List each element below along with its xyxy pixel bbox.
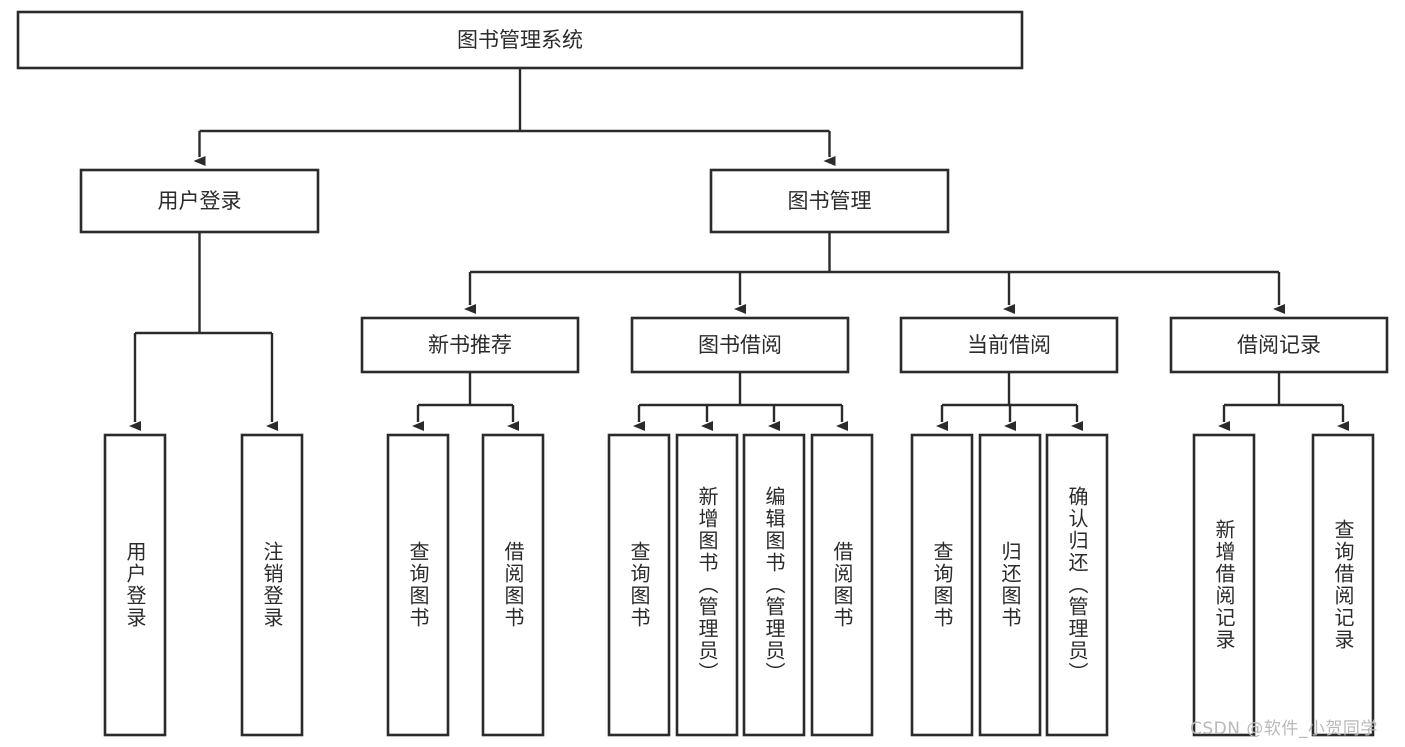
node-box-leaf-query-book-current[interactable] <box>910 433 974 737</box>
node-label-new-book-recommend: 新书推荐 <box>428 333 512 357</box>
node-box-root[interactable] <box>16 10 1024 70</box>
node-label-user-login: 用户登录 <box>158 189 242 213</box>
node-box-borrow-record[interactable] <box>1169 316 1389 374</box>
node-box-new-book-recommend[interactable] <box>360 316 580 374</box>
node-box-leaf-borrow-book-recommend[interactable] <box>481 433 545 737</box>
node-box-book-borrow[interactable] <box>630 316 850 374</box>
node-box-book-management[interactable] <box>709 168 950 234</box>
node-box-leaf-add-borrow-record[interactable] <box>1192 433 1256 737</box>
node-label-book-management: 图书管理 <box>788 189 872 213</box>
node-label-current-borrow: 当前借阅 <box>967 333 1051 357</box>
node-label-borrow-record: 借阅记录 <box>1237 333 1321 357</box>
node-box-leaf-borrow-book[interactable] <box>810 433 874 737</box>
node-box-user-login[interactable] <box>79 168 320 234</box>
connector-lines <box>129 68 1349 431</box>
node-box-current-borrow[interactable] <box>899 316 1119 374</box>
watermark-text: CSDN @软件_小贺同学 <box>1190 719 1378 739</box>
node-box-leaf-add-book-admin[interactable] <box>675 433 739 737</box>
node-box-leaf-confirm-return-admin[interactable] <box>1045 433 1109 737</box>
node-box-leaf-query-book-borrow[interactable] <box>607 433 671 737</box>
node-box-leaf-logout-login[interactable] <box>240 433 304 737</box>
node-box-leaf-user-login[interactable] <box>103 433 167 737</box>
node-label-book-borrow: 图书借阅 <box>698 333 782 357</box>
node-label-root: 图书管理系统 <box>457 28 583 52</box>
node-box-leaf-edit-book-admin[interactable] <box>742 433 806 737</box>
node-box-leaf-query-book-recommend[interactable] <box>386 433 450 737</box>
node-box-leaf-query-borrow-record[interactable] <box>1311 433 1375 737</box>
node-box-leaf-return-book[interactable] <box>978 433 1042 737</box>
node-boxes <box>16 10 1389 737</box>
